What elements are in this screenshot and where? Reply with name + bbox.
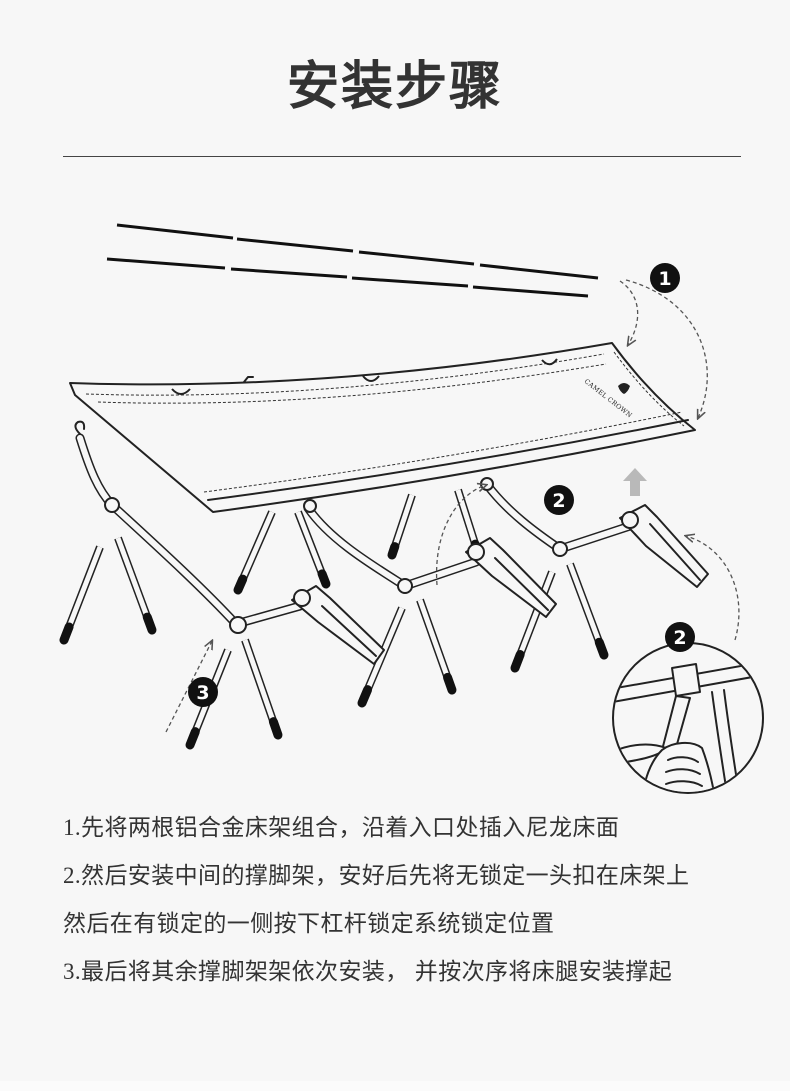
- frame-poles: [107, 225, 598, 296]
- instruction-steps: 1.先将两根铝合金床架组合，沿着入口处插入尼龙床面 2.然后安装中间的撑脚架，安…: [63, 804, 783, 996]
- step2-badge: 2: [544, 485, 574, 515]
- support-frame-middle: [304, 500, 476, 593]
- cot-leg: [392, 495, 412, 555]
- lever-detail-inset: [605, 643, 775, 800]
- step2-badge-number: 2: [552, 490, 565, 512]
- step-3-text: 3.最后将其余撑脚架架依次安装， 并按次序将床腿安装撑起: [63, 948, 783, 996]
- step2-arrow-inset: [686, 536, 739, 640]
- cot-leg: [570, 564, 604, 655]
- cot-leg: [118, 538, 152, 630]
- cot-leg: [420, 600, 452, 690]
- step1-badge-number: 1: [658, 268, 671, 290]
- cot-fabric: CAMEL CROWN: [70, 343, 695, 512]
- step2-inset-badge: 2: [665, 622, 695, 652]
- cot-leg: [64, 547, 100, 640]
- lock-lever-middle: [466, 538, 556, 617]
- step3-badge-number: 3: [196, 682, 209, 704]
- lock-lever-right: [620, 505, 708, 587]
- cot-leg: [245, 640, 278, 735]
- step3-badge: 3: [188, 677, 218, 707]
- step2-inset-badge-number: 2: [673, 627, 686, 649]
- cot-leg: [238, 512, 272, 590]
- lock-lever-left: [292, 586, 384, 664]
- cot-assembly-illustration: CAMEL CROWN: [0, 0, 790, 800]
- step-1-text: 1.先将两根铝合金床架组合，沿着入口处插入尼龙床面: [63, 804, 783, 852]
- step-2-continued-text: 然后在有锁定的一侧按下杠杆锁定系统锁定位置: [63, 900, 783, 948]
- step-2-text: 2.然后安装中间的撑脚架，安好后先将无锁定一头扣在床架上: [63, 852, 783, 900]
- bottom-strip: [0, 1081, 790, 1091]
- up-arrow-icon: [623, 468, 647, 496]
- step1-badge: 1: [650, 263, 680, 293]
